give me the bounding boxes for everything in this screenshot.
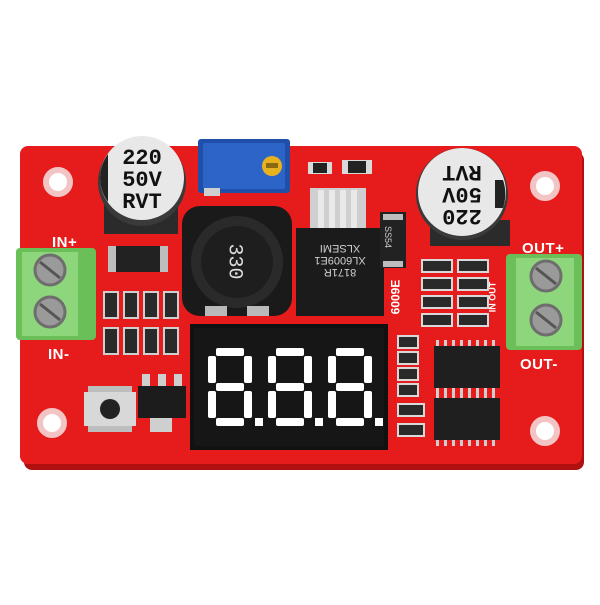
- display-digit: [208, 348, 263, 426]
- display-decimal-point: [255, 418, 263, 426]
- terminal-block-out: [506, 254, 582, 350]
- diode-in: [108, 246, 168, 272]
- display-segment: [244, 356, 252, 383]
- display-segment: [276, 348, 304, 356]
- display-segment: [364, 391, 372, 418]
- capacitor-left: [98, 136, 186, 234]
- label-out-minus: OUT-: [520, 356, 558, 373]
- label-out-plus: OUT+: [522, 240, 565, 257]
- display-segment: [364, 356, 372, 383]
- push-button: [84, 386, 136, 432]
- display-decimal-point: [315, 418, 323, 426]
- display-digit: [268, 348, 323, 426]
- display-segment: [336, 383, 364, 391]
- silk-6009e: 6009E: [388, 279, 403, 315]
- display-segment: [244, 391, 252, 418]
- inductor: [182, 206, 292, 316]
- regulator-marking: 8171R XL6009E1 XLSEMI: [314, 242, 366, 278]
- display-segment: [276, 383, 304, 391]
- display-decimal-point: [375, 418, 383, 426]
- smd-parts-right: [397, 259, 489, 437]
- mounting-holes: [37, 167, 560, 446]
- potentiometer: [198, 139, 290, 196]
- capacitor-right: [416, 148, 510, 246]
- display-segment: [276, 418, 304, 426]
- diode-marking: SS54: [383, 225, 394, 249]
- smd-parts-left: [103, 291, 179, 355]
- display-digit: [328, 348, 383, 426]
- display-segment: [304, 356, 312, 383]
- display-segment: [208, 356, 216, 383]
- display-segment: [268, 391, 276, 418]
- transistor: [138, 374, 186, 432]
- label-in-minus: IN-: [48, 346, 70, 363]
- display-segment: [216, 348, 244, 356]
- display-segment: [208, 391, 216, 418]
- display-segment: [216, 418, 244, 426]
- display-segment: [304, 391, 312, 418]
- inductor-marking: 330: [222, 243, 246, 280]
- display-segment: [328, 356, 336, 383]
- display-segment: [336, 348, 364, 356]
- diode: [380, 212, 406, 268]
- display-segment: [216, 383, 244, 391]
- label-in-plus: IN+: [52, 234, 78, 251]
- display-segment: [268, 356, 276, 383]
- display-segment: [328, 391, 336, 418]
- smd-parts-top: [308, 160, 372, 174]
- regulator-chip: [296, 188, 384, 316]
- seven-segment-digits: [208, 348, 383, 426]
- silk-in-out: IN OUT: [487, 281, 498, 313]
- display-segment: [336, 418, 364, 426]
- terminal-block-in: [16, 248, 96, 340]
- ic-chips: [434, 340, 500, 446]
